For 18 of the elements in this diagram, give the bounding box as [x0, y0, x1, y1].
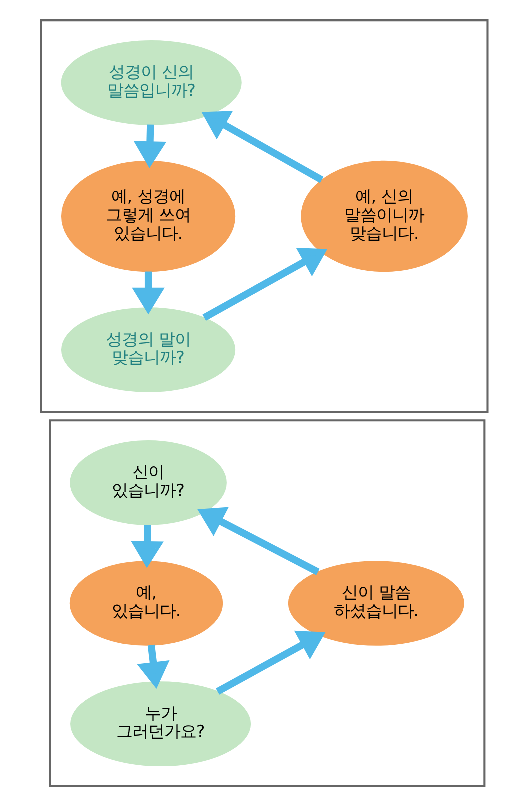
arrow [216, 630, 326, 695]
node-ellipse: 예, 성경에 그렇게 쓰여 있습니다. [60, 160, 236, 272]
arrow [132, 272, 164, 315]
node-ellipse: 예, 신의 말씀이니까 맞습니다. [300, 160, 468, 272]
node-ellipse: 성경의 말이 맞습니까? [60, 308, 236, 392]
node-ellipse: 신이 있습니까? [70, 440, 226, 526]
arrow [197, 507, 320, 576]
arrow [201, 111, 324, 184]
arrow [202, 248, 328, 322]
cluster [40, 20, 488, 414]
cluster [48, 420, 486, 788]
arrow [136, 644, 170, 689]
node-ellipse: 성경이 신의 말씀입니까? [60, 40, 242, 126]
arrow [130, 525, 164, 568]
node-ellipse: 예, 있습니다. [69, 561, 223, 646]
arrow [133, 124, 166, 168]
node-ellipse: 누가 그러던가요? [70, 682, 251, 767]
node-ellipse: 신이 말씀 하셨습니다. [288, 561, 464, 646]
